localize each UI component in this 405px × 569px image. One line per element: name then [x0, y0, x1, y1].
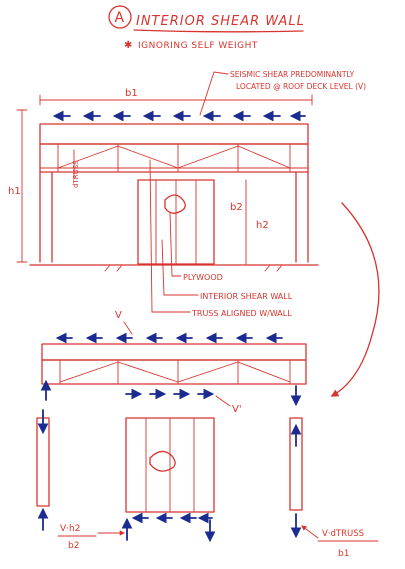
v-prime-label: V' — [232, 404, 242, 415]
truss-web — [57, 145, 291, 169]
eq-right-denominator: b1 — [338, 549, 349, 559]
fbd-right-wall — [289, 417, 303, 511]
right-wall — [295, 171, 309, 263]
b2-label: b2 — [230, 202, 243, 213]
truss-aligned-label: TRUSS ALIGNED W/WALL — [191, 309, 292, 318]
b1-label: b1 — [125, 88, 138, 99]
badge-letter: A — [115, 10, 125, 26]
page-title: INTERIOR SHEAR WALL — [136, 14, 305, 29]
plywood-leader — [169, 212, 182, 277]
fbd-roof-deck — [41, 343, 307, 361]
left-wall — [39, 171, 53, 263]
interior-shear-wall-leader — [161, 239, 199, 296]
transition-arrow — [330, 202, 380, 397]
eq-left-numerator: V·h2 — [60, 524, 80, 534]
badge-circle — [108, 5, 132, 29]
plywood-mark — [164, 194, 186, 214]
h1-label: h1 — [8, 186, 21, 197]
interior-shear-wall-label: INTERIOR SHEAR WALL — [200, 292, 293, 301]
leader-labels: PLYWOOD INTERIOR SHEAR WALL TRUSS ALIGNE… — [149, 159, 293, 318]
fbd-plywood-mark — [149, 450, 176, 472]
seismic-annotation: SEISMIC SHEAR PREDOMINANTLY LOCATED @ RO… — [199, 70, 366, 116]
fbd-truss-web — [59, 361, 291, 383]
note-text: IGNORING SELF WEIGHT — [138, 41, 258, 51]
dtruss-label: dTRUSS — [72, 160, 80, 188]
roof-deck — [39, 123, 309, 145]
h2-label: h2 — [256, 220, 269, 231]
seismic-label-line2: LOCATED @ ROOF DECK LEVEL (V) — [236, 82, 366, 91]
truss-aligned-leader — [149, 159, 191, 313]
title-underline — [133, 29, 304, 33]
eq-left-denominator: b2 — [68, 541, 79, 551]
top-elevation: b1 h1 — [8, 88, 319, 272]
plywood-label: PLYWOOD — [183, 273, 223, 282]
free-body-diagram: V V' — [36, 310, 379, 559]
eq-right-numerator: V·dTRUSS — [322, 529, 364, 539]
v-label-left: V — [115, 310, 122, 321]
note-star: ✱ — [124, 40, 132, 51]
header: A INTERIOR SHEAR WALL ✱ IGNORING SELF WE… — [108, 5, 305, 51]
seismic-leader — [199, 71, 229, 116]
fbd-truss — [41, 359, 307, 385]
seismic-label-line1: SEISMIC SHEAR PREDOMINANTLY — [230, 70, 355, 79]
